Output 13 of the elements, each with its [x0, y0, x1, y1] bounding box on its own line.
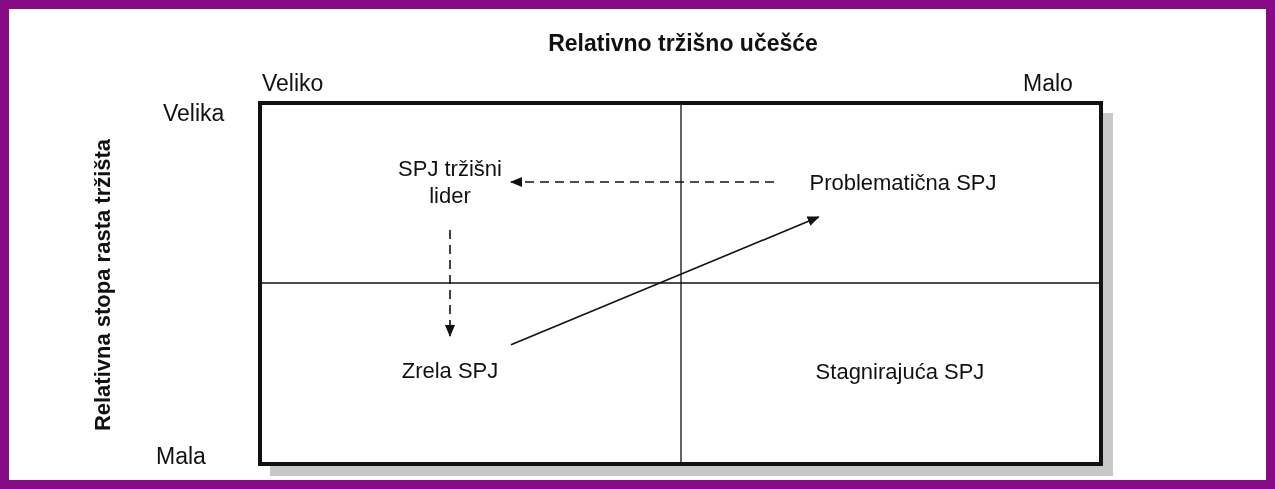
axis-label: Mala	[156, 443, 206, 470]
axis-label: Velika	[163, 100, 225, 127]
arrow	[445, 229, 455, 337]
axis-label: Malo	[1023, 70, 1073, 97]
arrow	[510, 216, 820, 346]
quadrant-label: SPJ tržišni lider	[395, 140, 505, 224]
axis-title: Relativno tržišno učešće	[547, 30, 819, 57]
quadrant-label: Stagnirajuća SPJ	[780, 343, 1020, 399]
quadrant-label: Problematična SPJ	[780, 153, 1026, 211]
arrow	[510, 177, 775, 187]
axis-title: Relativna stopa rasta tržišta	[90, 138, 116, 432]
axis-label: Veliko	[262, 70, 324, 97]
quadrant-label: Zrela SPJ	[395, 342, 505, 398]
